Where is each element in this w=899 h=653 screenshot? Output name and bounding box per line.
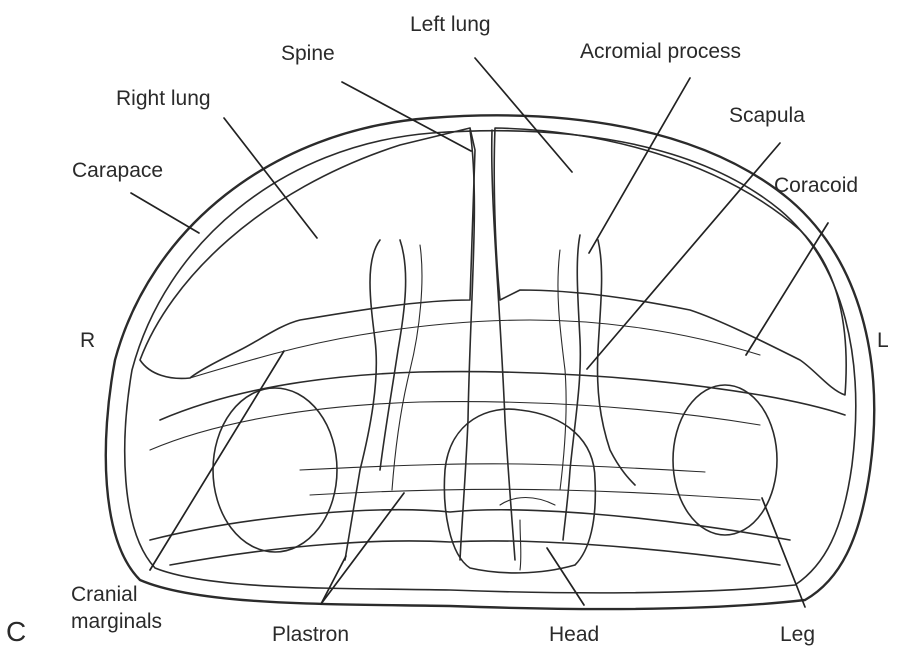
leader-acromial-process <box>589 78 690 253</box>
label-spine: Spine <box>281 42 335 65</box>
leader-right-lung <box>224 118 317 238</box>
label-coracoid: Coracoid <box>774 174 858 197</box>
leader-head <box>547 548 584 605</box>
label-side-left: L <box>877 329 889 352</box>
label-side-right: R <box>80 329 95 352</box>
label-carapace: Carapace <box>72 159 163 182</box>
label-plastron: Plastron <box>272 623 349 646</box>
spine-structure <box>460 130 515 560</box>
scapula-acromion <box>345 235 635 560</box>
label-scapula: Scapula <box>729 104 805 127</box>
neck-lines <box>300 464 760 500</box>
label-leg: Leg <box>780 623 815 646</box>
leader-cranial-marginals <box>150 351 284 570</box>
panel-letter: C <box>6 616 26 647</box>
label-acromial-process: Acromial process <box>580 40 741 63</box>
labels: Left lung Spine Acromial process Right l… <box>6 13 889 647</box>
label-right-lung: Right lung <box>116 87 211 110</box>
leader-plastron-a <box>321 556 346 604</box>
label-cranial-marginals-line2: marginals <box>71 610 162 633</box>
label-left-lung: Left lung <box>410 13 491 36</box>
label-cranial-marginals-line1: Cranial <box>71 583 138 606</box>
leader-carapace <box>131 193 199 233</box>
leader-plastron-b <box>321 493 404 604</box>
plastron-outline <box>150 510 790 565</box>
lungs-outline <box>140 128 846 395</box>
leader-leg <box>762 498 805 607</box>
coracoid-structures <box>150 372 845 450</box>
leader-coracoid <box>746 223 828 355</box>
label-head: Head <box>549 623 599 646</box>
leader-lines <box>131 58 828 607</box>
